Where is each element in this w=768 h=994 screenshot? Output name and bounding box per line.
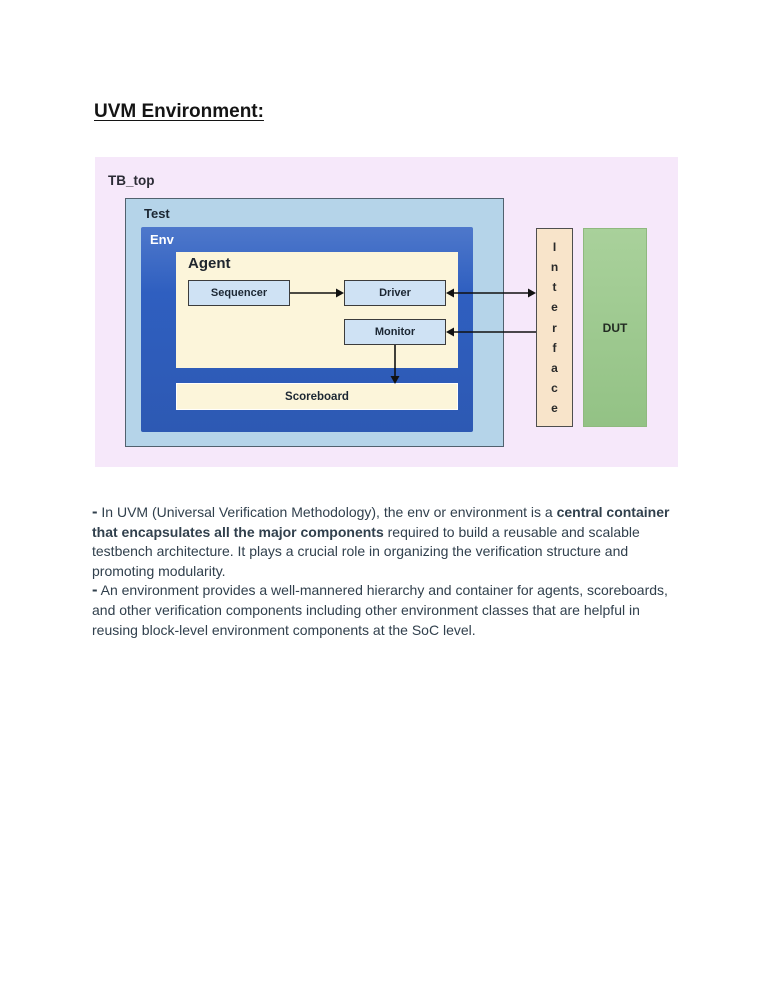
body-text: - In UVM (Universal Verification Methodo… [92,503,670,640]
interface-letter: e [551,401,558,415]
interface-letter: t [552,280,557,295]
paragraph-env-hierarchy: - An environment provides a well-mannere… [92,581,670,640]
interface-letter: f [552,340,557,355]
paragraph-text: An environment provides a well-mannered … [92,582,668,638]
dut-block: DUT [583,228,647,427]
interface-letter: c [551,380,558,395]
agent-container: Agent Sequencer Driver Monitor [176,252,458,368]
dash-bullet: - [92,581,98,600]
dash-bullet: - [92,503,98,521]
agent-label: Agent [188,255,231,272]
interface-letter: r [552,320,557,335]
driver-block: Driver [344,280,446,306]
uvm-environment-diagram: TB_top Test Env Agent Sequencer Driver M… [95,157,678,467]
scoreboard-block: Scoreboard [176,383,458,410]
paragraph-bold-text: central container that encapsulates all … [92,504,670,540]
test-label: Test [144,206,170,221]
monitor-block: Monitor [344,319,446,345]
interface-letter: e [551,300,558,315]
env-container: Env Agent Sequencer Driver Monitor Score… [141,227,473,432]
test-container: Test Env Agent Sequencer Driver Monitor … [125,198,504,447]
interface-block: I n t e r f a c e [536,228,573,427]
page-title: UVM Environment: [94,101,264,122]
interface-letter: I [552,240,557,254]
sequencer-block: Sequencer [188,280,290,306]
paragraph-text: required to build a reusable and scalabl… [92,523,640,579]
env-label: Env [150,232,174,247]
tb-top-label: TB_top [108,173,155,188]
paragraph-env-definition: - In UVM (Universal Verification Methodo… [92,503,670,581]
interface-letter: n [550,260,559,275]
interface-letter: a [551,360,558,375]
paragraph-text: In UVM (Universal Verification Methodolo… [97,504,557,520]
